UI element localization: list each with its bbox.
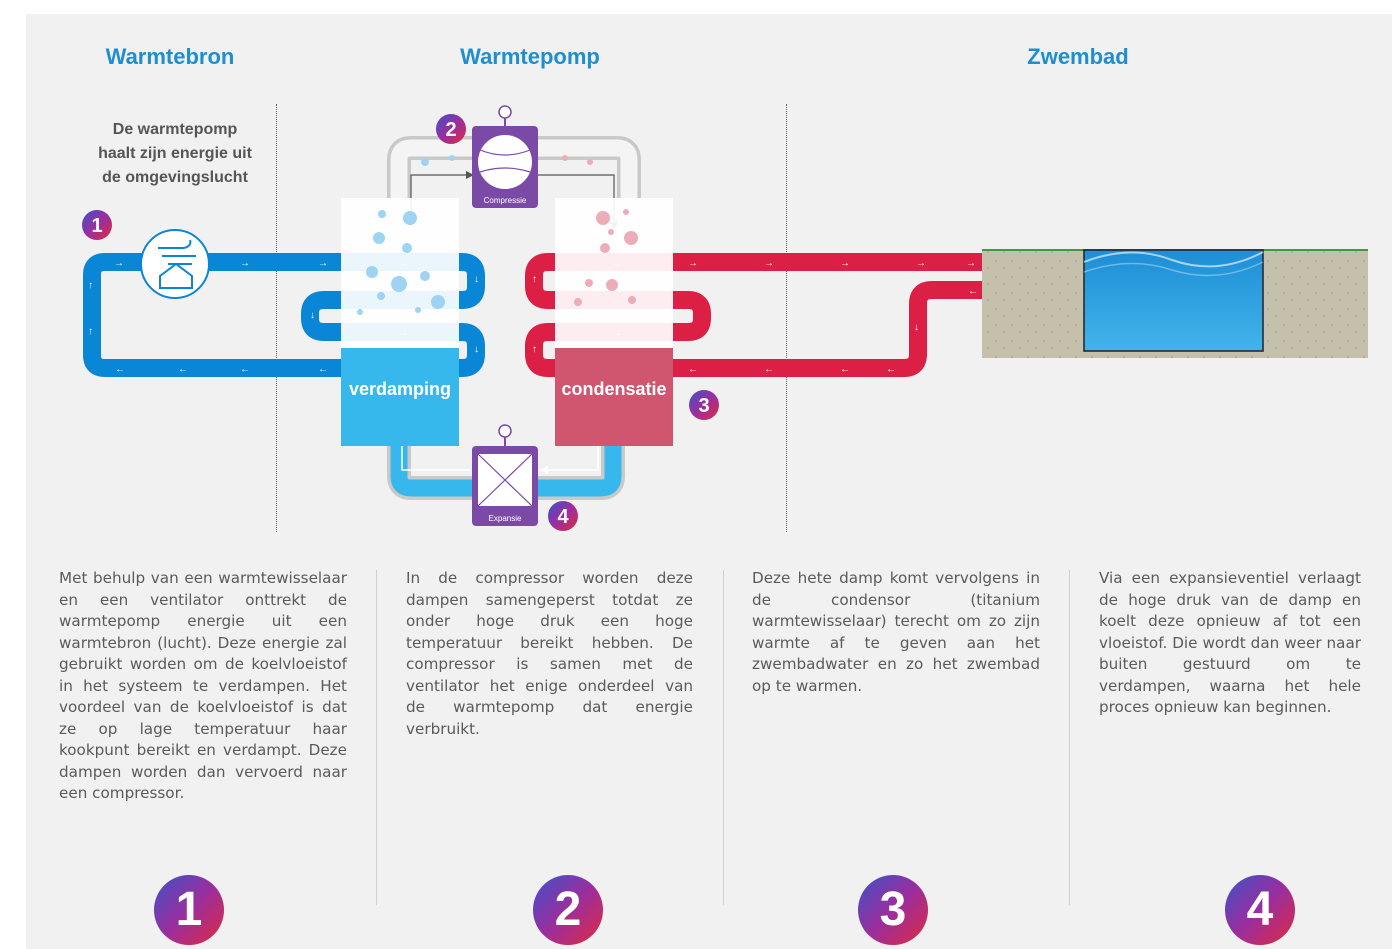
svg-text:←: ← <box>886 364 896 375</box>
svg-text:↓: ↓ <box>310 310 315 321</box>
svg-text:→: → <box>114 258 124 269</box>
blue-pipe-loop <box>83 253 485 377</box>
condensation-label: condensatie <box>561 379 666 399</box>
svg-text:↑: ↑ <box>532 344 537 355</box>
header-warmtebron: Warmtebron <box>105 44 235 69</box>
svg-text:←: ← <box>840 364 850 375</box>
background-panel <box>26 14 1392 949</box>
step-4-description: Via een expansieventiel verlaagt de hoge… <box>1099 569 1361 716</box>
intro-line-1: De warmtepomp <box>112 121 238 138</box>
svg-text:↓: ↓ <box>914 322 919 333</box>
fan-wind-icon <box>140 229 210 299</box>
diagram-badge-2: 2 <box>436 114 466 144</box>
svg-text:←: ← <box>688 364 698 375</box>
svg-text:←: ← <box>968 286 978 297</box>
svg-text:←: ← <box>178 364 188 375</box>
svg-text:←: ← <box>240 364 250 375</box>
svg-text:↑: ↑ <box>88 326 93 337</box>
header-zwembad: Zwembad <box>1027 44 1129 69</box>
column-divider <box>376 570 377 905</box>
svg-text:↑: ↑ <box>532 274 537 285</box>
intro-text: De warmtepomp haalt zijn energie uit de … <box>70 118 280 190</box>
step-1-description: Met behulp van een warmtewisselaar en ee… <box>59 569 347 802</box>
divider-right <box>786 104 787 532</box>
step-4-number-badge: 4 <box>1225 875 1295 945</box>
expansion-label: Expansie <box>489 514 522 523</box>
intro-line-3: de omgevingslucht <box>102 169 248 186</box>
svg-text:3: 3 <box>698 395 709 417</box>
step-2-description: In de compressor worden deze dampen same… <box>406 569 693 738</box>
header-warmtepomp: Warmtepomp <box>460 44 600 69</box>
svg-text:←: ← <box>318 364 328 375</box>
red-pipe-loop <box>525 253 982 377</box>
evaporator-tank: verdamping <box>341 155 459 446</box>
heat-pump-diagram: →→→→→ ↓↓↓ →↑↑ ←←←← →→→→→→ ↑↑→ ←↓ ←←←←← v… <box>82 105 1368 531</box>
column-divider <box>723 570 724 905</box>
diagram-badge-1: 1 <box>82 210 112 240</box>
compressor-unit: Compressie <box>472 105 538 208</box>
svg-text:↓: ↓ <box>474 344 479 355</box>
svg-text:→: → <box>688 258 698 269</box>
svg-text:←: ← <box>115 364 125 375</box>
svg-text:→: → <box>764 258 774 269</box>
column-divider <box>1069 570 1070 905</box>
expansion-valve: Expansie <box>472 424 538 526</box>
svg-text:→: → <box>318 258 328 269</box>
svg-text:↑: ↑ <box>88 280 93 291</box>
step-2-number-badge: 2 <box>533 875 603 945</box>
svg-text:1: 1 <box>91 215 102 237</box>
svg-text:4: 4 <box>557 506 569 528</box>
compressor-gauge-icon <box>498 105 512 119</box>
pool-illustration <box>982 249 1368 358</box>
intro-line-2: haalt zijn energie uit <box>98 145 252 162</box>
divider-left <box>276 104 277 532</box>
svg-text:→: → <box>840 258 850 269</box>
svg-text:↓: ↓ <box>474 274 479 285</box>
svg-text:→: → <box>240 258 250 269</box>
svg-text:2: 2 <box>445 119 456 141</box>
expansion-gauge-icon <box>498 424 512 438</box>
svg-text:→: → <box>916 258 926 269</box>
compressor-label: Compressie <box>484 196 527 205</box>
step-3-number-badge: 3 <box>858 875 928 945</box>
evaporation-label: verdamping <box>349 379 451 399</box>
step-1-number-badge: 1 <box>154 875 224 945</box>
diagram-badge-3: 3 <box>689 390 719 420</box>
svg-text:→: → <box>966 258 976 269</box>
svg-text:←: ← <box>764 364 774 375</box>
step-3-description: Deze hete damp komt vervolgens in de con… <box>752 569 1040 695</box>
condenser-tank: condensatie <box>555 155 673 446</box>
diagram-badge-4: 4 <box>548 501 578 531</box>
